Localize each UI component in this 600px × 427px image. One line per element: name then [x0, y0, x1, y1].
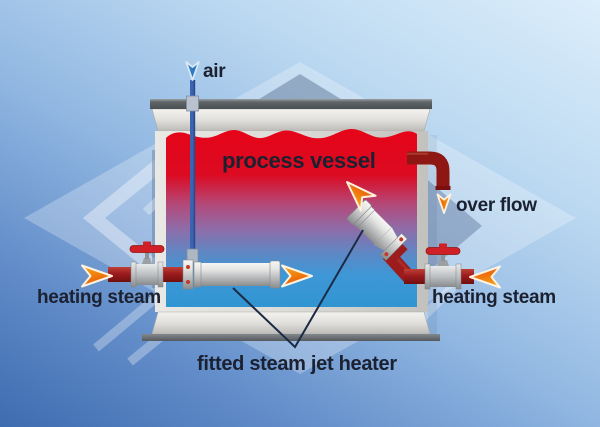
- annotation-lines: [232, 229, 364, 349]
- left-valve-handwheel: [129, 245, 165, 253]
- vessel-shadow: [428, 135, 437, 335]
- air-label: air: [203, 61, 226, 82]
- vessel-base-plate: [142, 334, 440, 341]
- vessel-liquid: [166, 129, 417, 307]
- air-pipe-lid-fitting: [186, 95, 199, 112]
- heating-steam-left-arrow-icon: [81, 264, 113, 288]
- heating-steam-right-label: heating steam: [432, 287, 556, 308]
- vessel-pedestal: [151, 311, 431, 335]
- process-vessel-label: process vessel: [222, 148, 376, 173]
- left-heating-steam-line: [108, 241, 185, 288]
- heating-steam-left-label: heating steam: [37, 287, 161, 308]
- over-flow-label: over flow: [456, 195, 537, 216]
- process-vessel-tank: [142, 99, 440, 341]
- right-steam-valve: [424, 243, 462, 290]
- air-flow-arrow-icon: [185, 61, 200, 81]
- overflow-pipe: [407, 151, 451, 190]
- fitted-steam-jet-heater-label: fitted steam jet heater: [197, 353, 397, 375]
- right-valve-handwheel: [425, 247, 461, 255]
- left-steam-valve: [129, 241, 165, 288]
- vessel-lid-plate: [150, 99, 432, 109]
- left-steam-jet-heater: [182, 259, 281, 290]
